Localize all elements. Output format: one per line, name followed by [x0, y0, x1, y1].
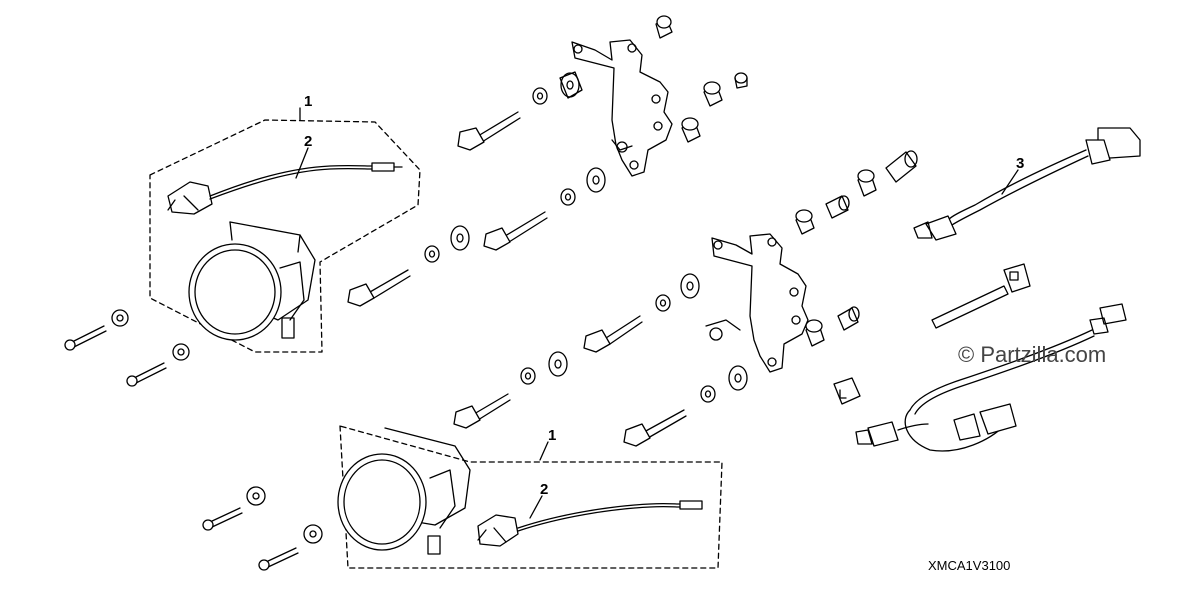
grommet-3[interactable] [450, 225, 470, 251]
screw-lower-left-a[interactable] [202, 486, 266, 531]
collar-8[interactable] [825, 195, 850, 219]
collar-9[interactable] [805, 319, 825, 347]
drawing-code: XMCA1V3100 [928, 558, 1010, 573]
fog-lamp-assembly-lower[interactable] [337, 425, 723, 569]
collar-3[interactable] [734, 72, 748, 89]
washer-2[interactable] [560, 188, 576, 206]
collar-10[interactable] [837, 306, 860, 331]
screw-upper-left-b[interactable] [126, 343, 190, 387]
bulb-socket-lower[interactable] [477, 500, 703, 547]
washer-6[interactable] [700, 385, 716, 403]
wire-harness[interactable] [855, 127, 1141, 452]
flange-bolt-2[interactable] [483, 211, 548, 251]
flange-bolt-1[interactable] [457, 111, 521, 151]
screw-lower-left-b[interactable] [258, 524, 323, 571]
collar-1[interactable] [655, 15, 673, 39]
flange-bolt-4[interactable] [583, 315, 643, 353]
grommet-5[interactable] [548, 351, 568, 377]
collar-4[interactable] [681, 117, 701, 143]
callout-3: 3 [1016, 155, 1024, 172]
flange-bolt-5[interactable] [453, 393, 511, 429]
callout-leaders [295, 107, 1019, 519]
callout-1-lower: 1 [548, 427, 556, 444]
washer-3[interactable] [424, 245, 440, 263]
callout-2-upper: 2 [304, 133, 312, 150]
collar-2[interactable] [703, 81, 723, 107]
bulb-socket-upper[interactable] [167, 162, 403, 215]
collar-6[interactable] [885, 150, 918, 183]
partzilla-watermark: © Partzilla.com [958, 342, 1106, 367]
grommet-2[interactable] [586, 167, 606, 193]
callout-2-lower: 2 [540, 481, 548, 498]
washer-4[interactable] [655, 294, 671, 312]
cable-tie[interactable] [931, 263, 1031, 329]
mounting-bracket-upper[interactable] [571, 39, 673, 177]
fog-lamp-assembly-upper[interactable] [149, 119, 421, 353]
flange-bolt-3[interactable] [347, 269, 411, 307]
end-cap[interactable] [833, 377, 861, 405]
collar-5[interactable] [857, 169, 877, 197]
grommet-4[interactable] [680, 273, 700, 299]
washer-1[interactable] [532, 87, 548, 105]
grommet-6[interactable] [728, 365, 748, 391]
mounting-bracket-lower[interactable] [705, 233, 809, 373]
screw-upper-left-a[interactable] [64, 309, 129, 351]
callout-1-upper: 1 [304, 93, 312, 110]
flange-bolt-6[interactable] [623, 409, 687, 447]
washer-5[interactable] [520, 367, 536, 385]
grommet-1[interactable] [559, 71, 583, 99]
collar-7[interactable] [795, 209, 815, 235]
